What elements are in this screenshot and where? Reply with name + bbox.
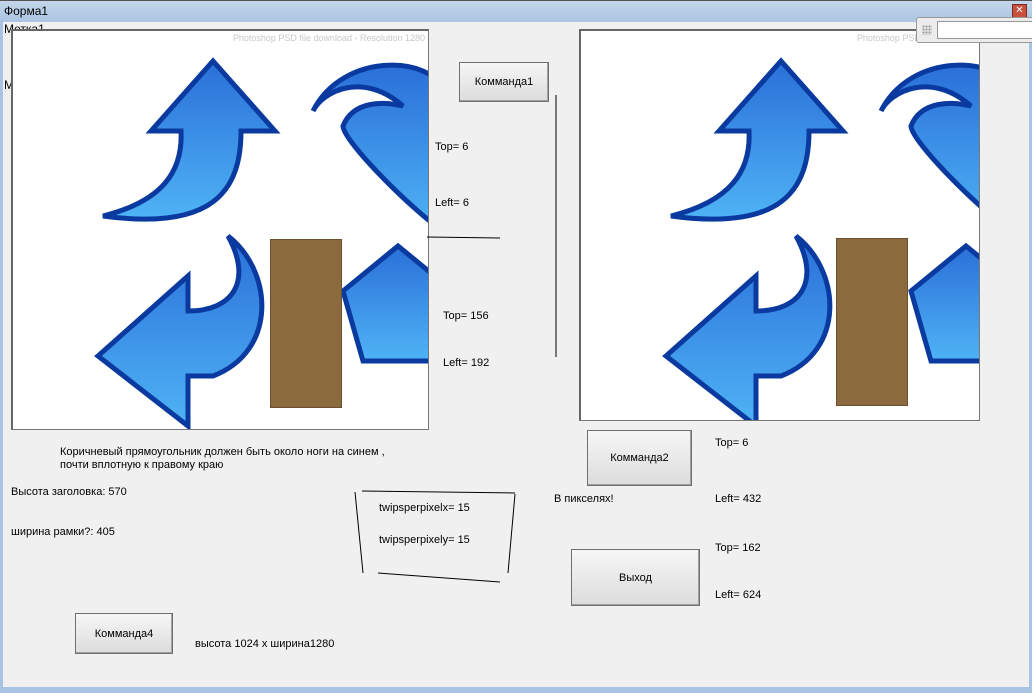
- label-top1: Top= 6: [435, 141, 469, 153]
- label-left2: Left= 192: [443, 357, 490, 369]
- window-title: Форма1: [4, 4, 49, 18]
- watermark: Photoshop PSD file download - Resolution…: [232, 33, 425, 43]
- label-left4: Left= 624: [715, 589, 762, 601]
- arrows-image: [94, 57, 428, 429]
- window-frame: [0, 21, 1032, 693]
- arrows-image: [662, 57, 979, 420]
- toolbox-input[interactable]: [937, 21, 1032, 39]
- trapezoid-right: [507, 493, 516, 574]
- exit-button[interactable]: Выход: [571, 549, 700, 606]
- note-line2: почти вплотную к правому краю: [60, 459, 224, 471]
- command1-button[interactable]: Комманда1: [459, 62, 549, 102]
- label-top3: Top= 6: [715, 437, 749, 449]
- grip-icon[interactable]: [922, 25, 932, 35]
- command2-button[interactable]: Комманда2: [587, 430, 692, 486]
- brown-rectangle-right: [836, 238, 908, 406]
- trapezoid-left: [354, 491, 364, 574]
- command4-button[interactable]: Комманда4: [75, 613, 173, 654]
- picture-left: Photoshop PSD file download - Resolution…: [11, 29, 429, 430]
- note-line1: Коричневый прямоугольник должен быть око…: [60, 446, 385, 458]
- floating-toolbox[interactable]: [916, 17, 1032, 43]
- horizontal-line: [426, 236, 501, 239]
- label-header-height: Высота заголовка: 570: [11, 486, 127, 498]
- brown-rectangle-left: [270, 239, 342, 408]
- title-bar: Форма1 ✕: [0, 0, 1032, 22]
- label-top2: Top= 156: [443, 310, 489, 322]
- label-top4: Top= 162: [715, 542, 761, 554]
- trapezoid-top: [361, 490, 516, 494]
- label-twipsx: twipsperpixelx= 15: [379, 502, 470, 514]
- label-partial: М: [4, 78, 14, 92]
- trapezoid-bottom: [377, 572, 501, 583]
- label-pixels: В пикселях!: [554, 493, 614, 505]
- label-twipsy: twipsperpixely= 15: [379, 534, 470, 546]
- label-resolution: высота 1024 х ширина1280: [195, 638, 335, 650]
- label-frame-width: ширина рамки?: 405: [11, 526, 115, 538]
- label-left1: Left= 6: [435, 197, 469, 209]
- label-left3: Left= 432: [715, 493, 762, 505]
